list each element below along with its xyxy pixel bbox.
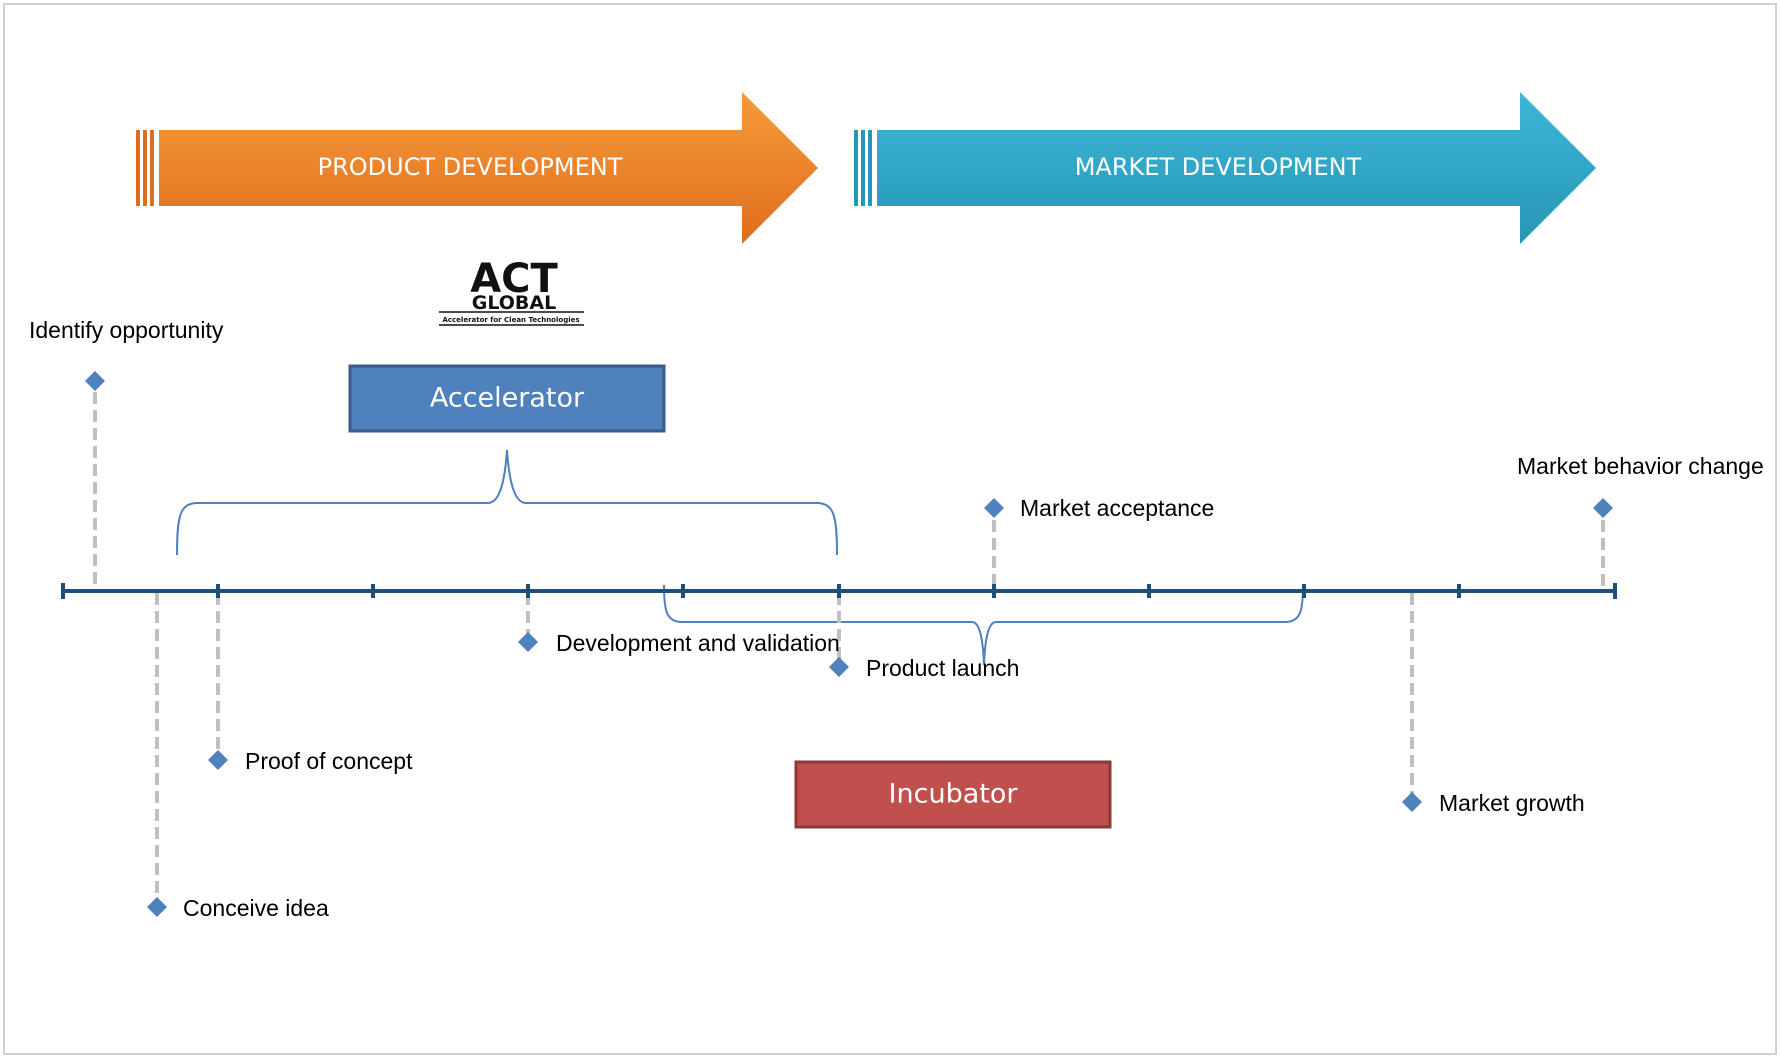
incubator-brace	[663, 584, 1304, 666]
accelerator-label: Accelerator	[430, 383, 585, 414]
marker-product-launch	[829, 657, 849, 677]
label-market-behavior-change: Market behavior change	[1517, 453, 1764, 479]
label-market-acceptance: Market acceptance	[1020, 495, 1214, 521]
label-proof-of-concept: Proof of concept	[245, 748, 413, 774]
market-development-arrow: MARKET DEVELOPMENT	[854, 92, 1596, 244]
accelerator-brace	[176, 449, 838, 556]
act-global-logo: ACT GLOBAL Accelerator for Clean Technol…	[439, 256, 584, 326]
svg-text:ACT: ACT	[470, 256, 558, 302]
marker-market-growth	[1402, 792, 1422, 812]
milestone-connectors	[93, 392, 1605, 898]
label-product-launch: Product launch	[866, 655, 1019, 681]
incubator-box: Incubator	[794, 760, 1112, 829]
label-development-validation: Development and validation	[556, 630, 840, 656]
marker-market-acceptance	[984, 498, 1004, 518]
milestone-markers	[85, 371, 1613, 917]
marker-market-behavior-change	[1593, 498, 1613, 518]
diagram-frame	[3, 3, 1777, 1055]
svg-text:Accelerator for Clean Technolo: Accelerator for Clean Technologies	[442, 316, 579, 324]
marker-conceive-idea	[147, 897, 167, 917]
incubator-label: Incubator	[889, 779, 1019, 810]
label-market-growth: Market growth	[1439, 790, 1585, 816]
marker-development-validation	[518, 632, 538, 652]
product-development-label: PRODUCT DEVELOPMENT	[318, 153, 623, 181]
marker-proof-of-concept	[208, 750, 228, 770]
market-development-label: MARKET DEVELOPMENT	[1075, 153, 1362, 181]
timeline-axis	[61, 583, 1617, 599]
marker-identify-opportunity	[85, 371, 105, 391]
label-conceive-idea: Conceive idea	[183, 895, 329, 921]
label-identify-opportunity: Identify opportunity	[29, 317, 224, 343]
product-development-arrow: PRODUCT DEVELOPMENT	[136, 92, 818, 244]
accelerator-box: Accelerator	[348, 364, 666, 433]
svg-text:GLOBAL: GLOBAL	[472, 292, 556, 314]
